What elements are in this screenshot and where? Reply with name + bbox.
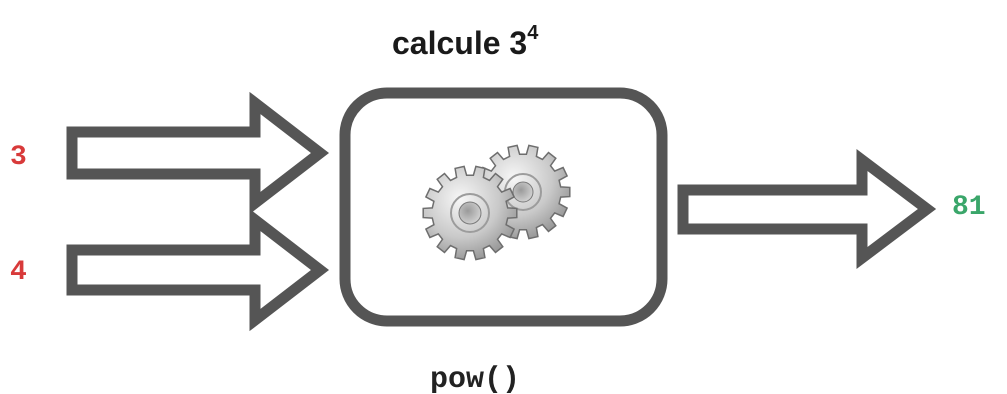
- input-arrow-base: [66, 91, 330, 215]
- input-value-base: 3: [10, 142, 27, 173]
- output-arrow: [677, 148, 937, 270]
- gear-hub: [512, 181, 534, 203]
- title-base: 3: [509, 25, 527, 61]
- gear-hub: [458, 201, 482, 225]
- function-label: pow(): [430, 363, 520, 394]
- gear-front-icon: [422, 165, 518, 261]
- gears-icon: [422, 144, 571, 261]
- gear-ring: [450, 193, 490, 233]
- input-arrow-exponent: [66, 208, 330, 332]
- title-exponent: 4: [527, 22, 539, 44]
- title-prefix: calcule: [392, 25, 509, 61]
- input-value-exponent: 4: [10, 257, 27, 288]
- output-value: 81: [952, 192, 986, 223]
- diagram-title: calcule 34: [392, 22, 539, 61]
